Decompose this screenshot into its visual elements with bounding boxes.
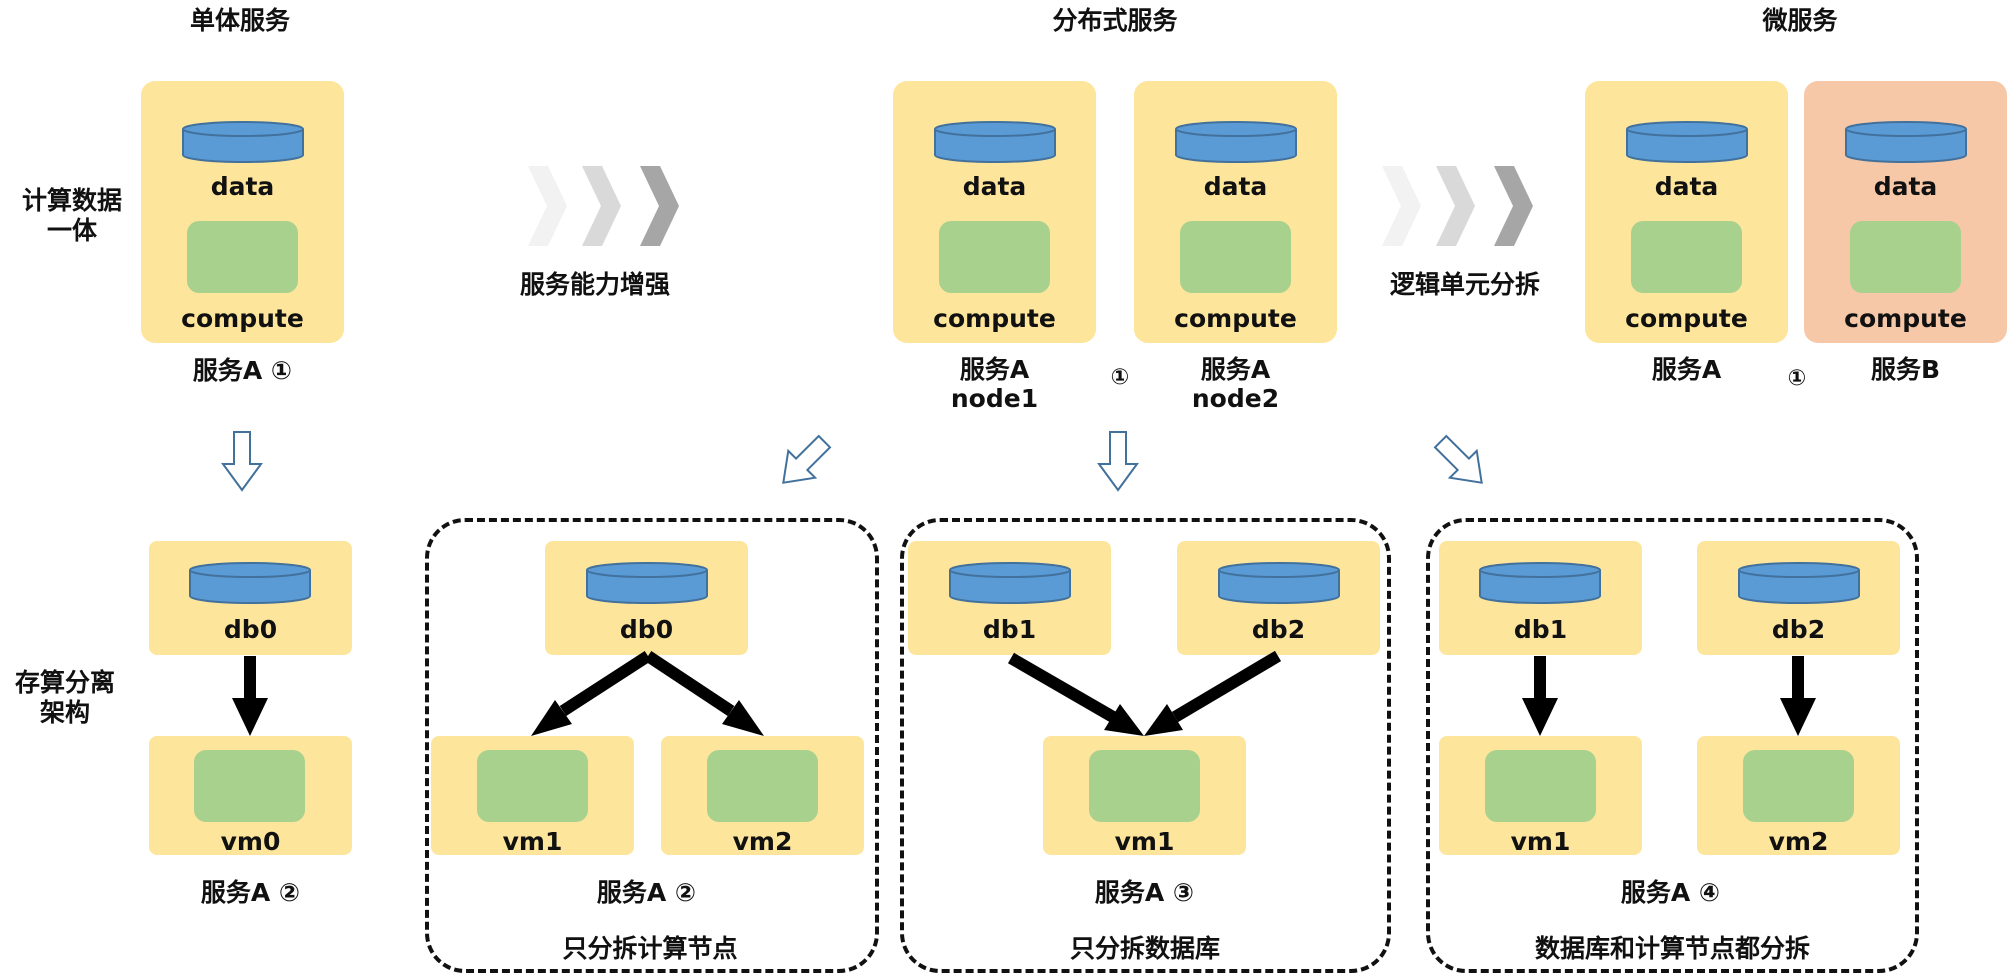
data-label: data bbox=[962, 172, 1027, 201]
database-icon bbox=[1479, 562, 1601, 604]
transition-split-label: 逻辑单元分拆 bbox=[1389, 270, 1540, 299]
database-icon bbox=[949, 562, 1071, 604]
data-label: data bbox=[1873, 172, 1938, 201]
group-db-split bbox=[900, 518, 1391, 973]
compute-label: compute bbox=[1174, 304, 1297, 333]
group-compute-split bbox=[425, 518, 879, 973]
compute-block bbox=[1743, 750, 1854, 822]
database-icon bbox=[934, 121, 1056, 163]
database-icon bbox=[1738, 562, 1860, 604]
compute-label: compute bbox=[933, 304, 1056, 333]
vm2-label: vm2 bbox=[732, 827, 793, 856]
micro-service-a-label: 服务A bbox=[1651, 355, 1722, 384]
database-icon bbox=[182, 121, 304, 163]
arrow-db1-to-vm1 bbox=[1007, 652, 1144, 736]
db0-label: db0 bbox=[619, 615, 674, 644]
group-db-split-label: 只分拆数据库 bbox=[1069, 934, 1220, 963]
vm1-label: vm1 bbox=[1114, 827, 1175, 856]
row-label-separated-line2: 架构 bbox=[39, 698, 90, 727]
db2-label: db2 bbox=[1771, 615, 1826, 644]
database-icon bbox=[586, 562, 708, 604]
node2-service-label: 服务A bbox=[1200, 355, 1271, 384]
transition-enhance-label: 服务能力增强 bbox=[519, 270, 670, 299]
database-icon bbox=[1845, 121, 1967, 163]
header-monolith: 单体服务 bbox=[189, 6, 290, 35]
node1-label: node1 bbox=[950, 384, 1039, 413]
group-compute-split-label: 只分拆计算节点 bbox=[562, 934, 738, 963]
row-label-unified-line2: 一体 bbox=[46, 216, 97, 245]
compute-label: compute bbox=[1625, 304, 1748, 333]
node2-label: node2 bbox=[1191, 384, 1280, 413]
row-label-separated: 存算分离 架构 bbox=[5, 668, 125, 728]
database-icon bbox=[1218, 562, 1340, 604]
compute-block bbox=[1180, 221, 1291, 293]
compute-block bbox=[477, 750, 588, 822]
database-icon bbox=[1175, 121, 1297, 163]
service-a-caption: 服务A ① bbox=[192, 356, 293, 385]
arrow-db2-to-vm1 bbox=[1144, 650, 1282, 736]
micro-circle-marker: ① bbox=[1787, 366, 1807, 391]
service-a-2-caption: 服务A ② bbox=[200, 878, 301, 907]
service-a-2-caption: 服务A ② bbox=[596, 878, 697, 907]
row-label-unified-line1: 计算数据 bbox=[21, 186, 122, 215]
arrow-down-icon bbox=[221, 431, 263, 492]
db0-label: db0 bbox=[223, 615, 278, 644]
data-label: data bbox=[1654, 172, 1719, 201]
vm1-label: vm1 bbox=[502, 827, 563, 856]
compute-label: compute bbox=[181, 304, 304, 333]
distributed-circle-marker: ① bbox=[1110, 365, 1130, 390]
node1-service-label: 服务A bbox=[959, 355, 1030, 384]
db2-label: db2 bbox=[1251, 615, 1306, 644]
service-a-3-caption: 服务A ③ bbox=[1094, 878, 1195, 907]
compute-block bbox=[1850, 221, 1961, 293]
micro-service-b-label: 服务B bbox=[1870, 355, 1941, 384]
arrow-db0-to-vm1 bbox=[531, 650, 652, 736]
data-label: data bbox=[1203, 172, 1268, 201]
group-both-split bbox=[1426, 518, 1919, 973]
compute-block bbox=[707, 750, 818, 822]
vm2-label: vm2 bbox=[1768, 827, 1829, 856]
compute-block bbox=[939, 221, 1050, 293]
header-distributed: 分布式服务 bbox=[1052, 6, 1178, 35]
row-label-separated-line1: 存算分离 bbox=[14, 668, 115, 697]
db1-label: db1 bbox=[1513, 615, 1568, 644]
chevron-right-icon bbox=[528, 166, 679, 246]
compute-block bbox=[1089, 750, 1200, 822]
compute-block bbox=[187, 221, 298, 293]
group-both-split-label: 数据库和计算节点都分拆 bbox=[1534, 934, 1810, 963]
chevron-right-icon bbox=[1382, 166, 1533, 246]
database-icon bbox=[1626, 121, 1748, 163]
row-label-unified: 计算数据 一体 bbox=[12, 186, 132, 246]
header-microservice: 微服务 bbox=[1762, 6, 1838, 35]
service-a-4-caption: 服务A ④ bbox=[1620, 878, 1721, 907]
vm1-label: vm1 bbox=[1510, 827, 1571, 856]
arrow-db2-to-vm2 bbox=[1780, 656, 1816, 736]
compute-label: compute bbox=[1844, 304, 1967, 333]
database-icon bbox=[189, 562, 311, 604]
compute-block bbox=[194, 750, 305, 822]
arrow-down-icon bbox=[1097, 431, 1139, 492]
compute-block bbox=[1485, 750, 1596, 822]
arrow-down-left-icon bbox=[782, 434, 832, 484]
arrow-db1-to-vm1 bbox=[1522, 656, 1558, 736]
db1-label: db1 bbox=[982, 615, 1037, 644]
arrow-db0-to-vm2 bbox=[644, 650, 764, 736]
arrow-down-right-icon bbox=[1433, 434, 1483, 484]
arrow-db0-to-vm0 bbox=[232, 656, 268, 736]
compute-block bbox=[1631, 221, 1742, 293]
data-label: data bbox=[210, 172, 275, 201]
vm0-label: vm0 bbox=[220, 827, 281, 856]
